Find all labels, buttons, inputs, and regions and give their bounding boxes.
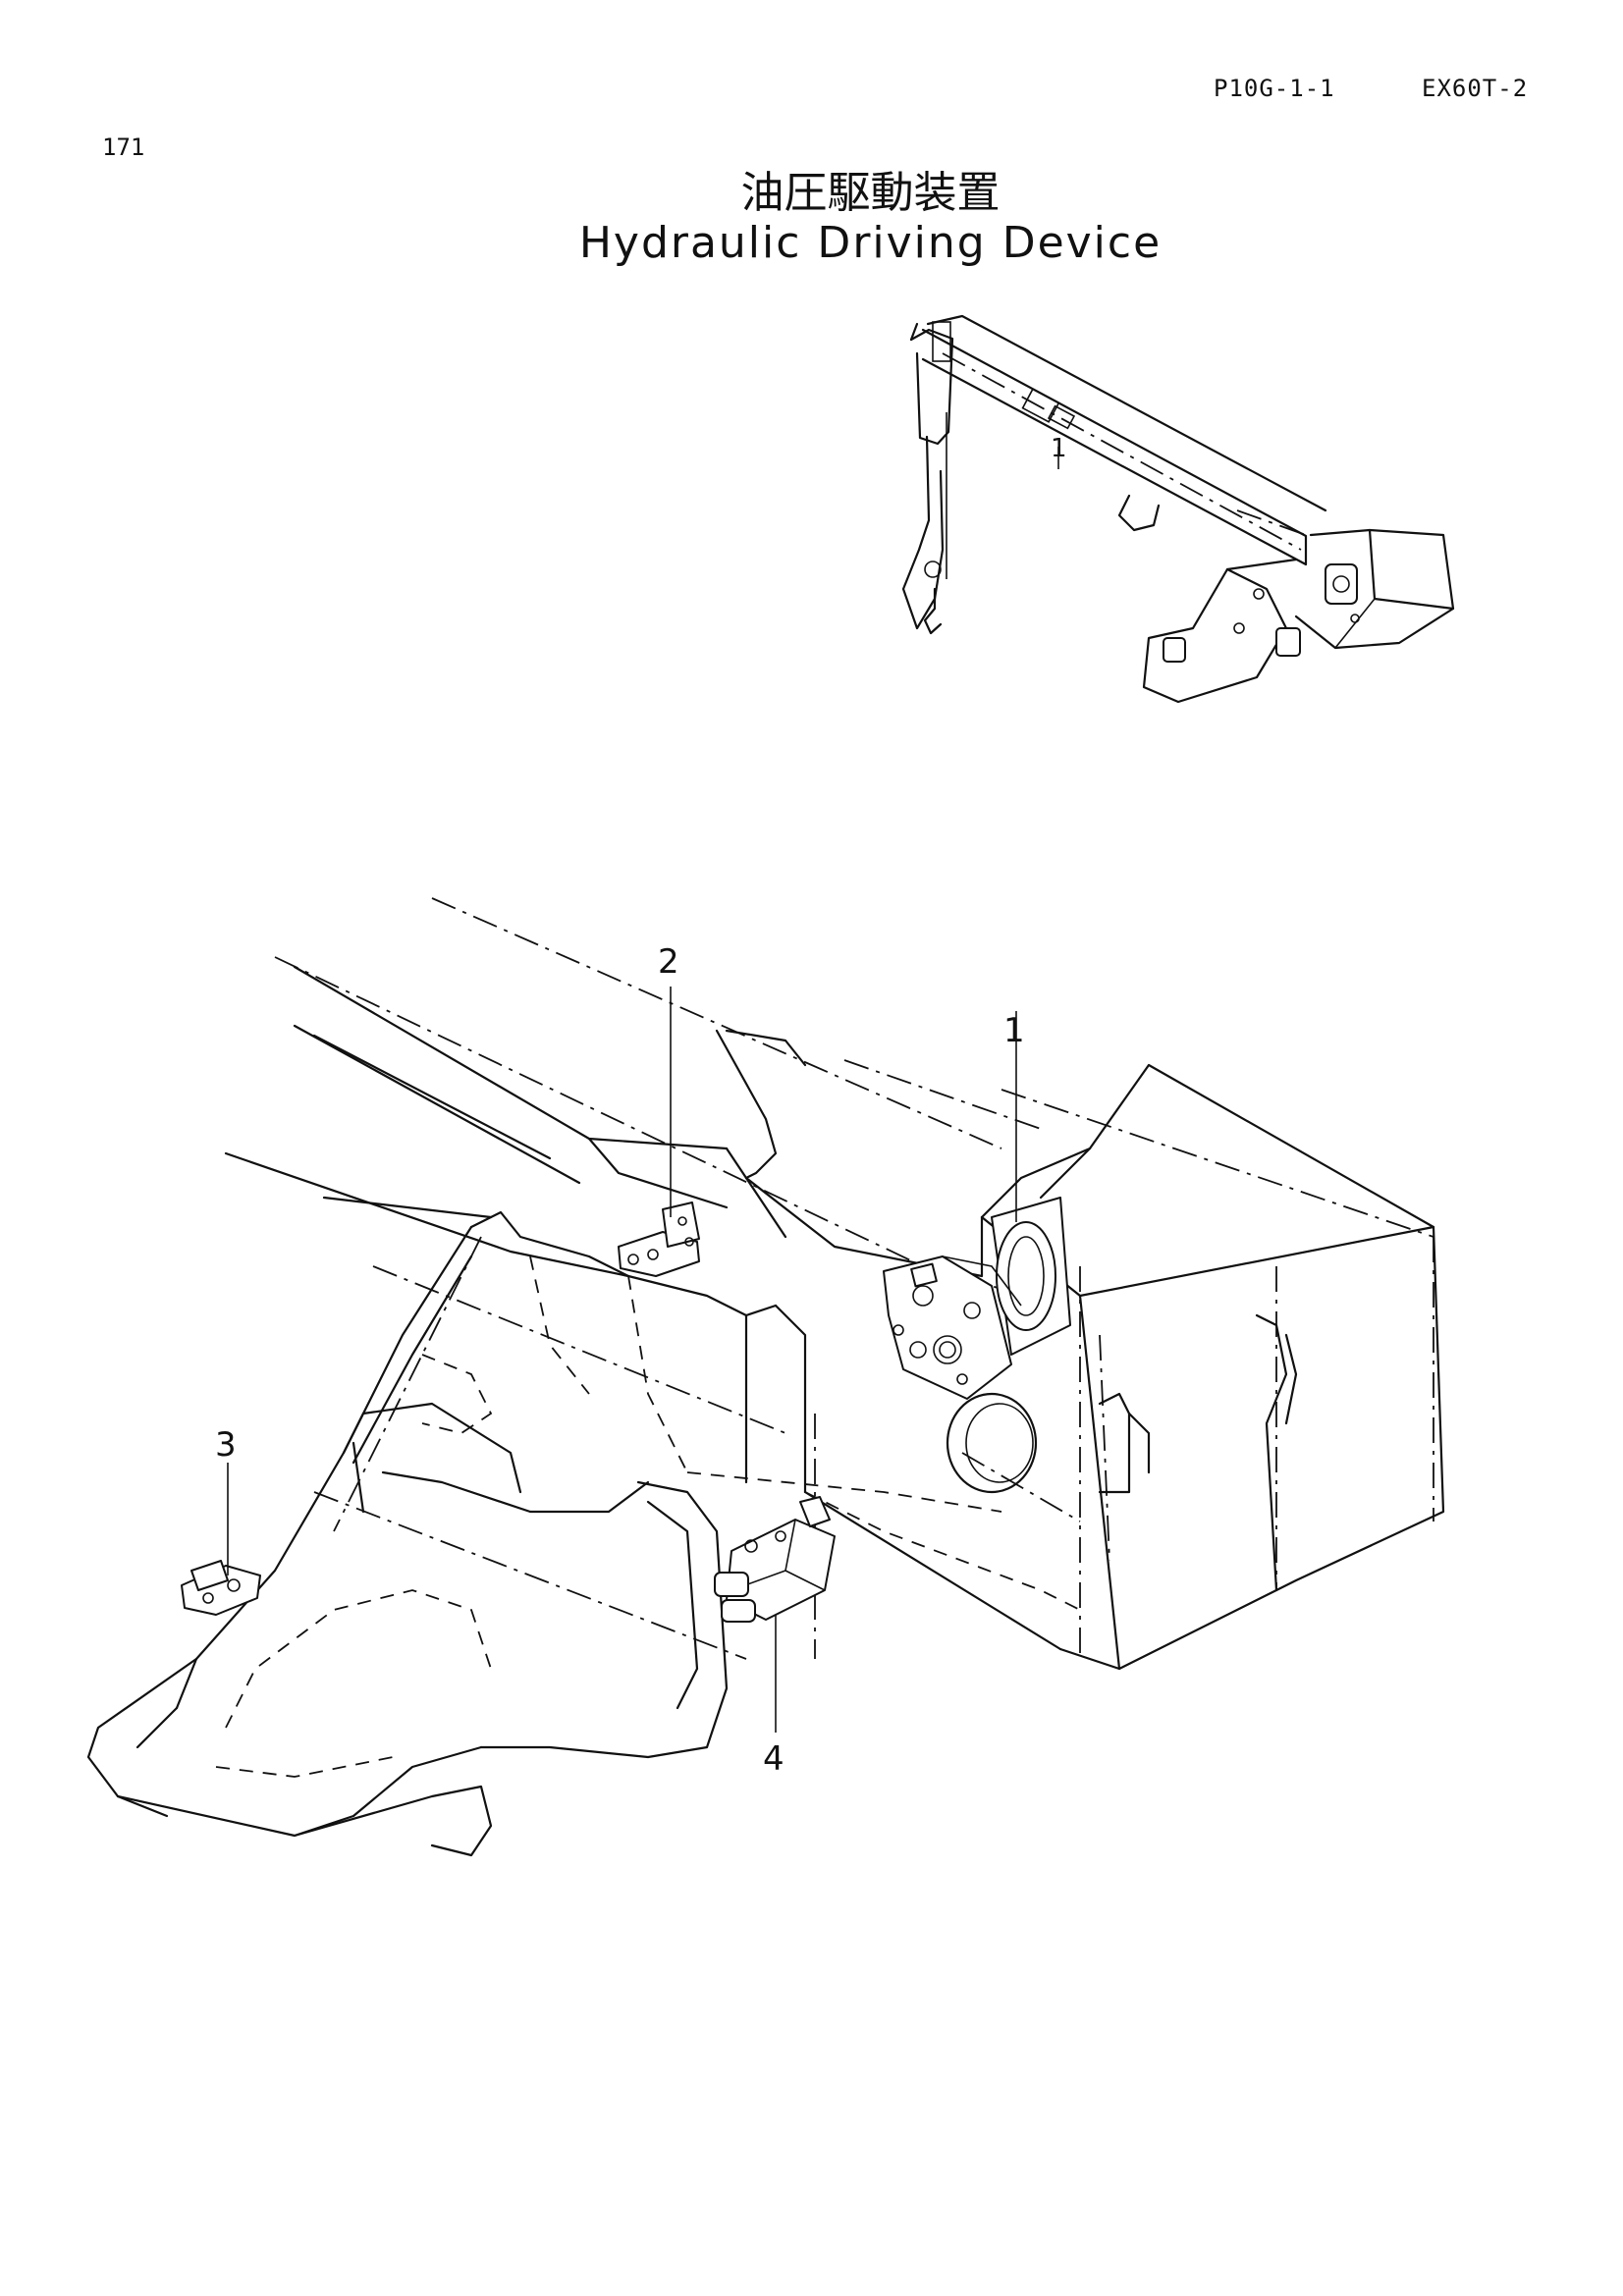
title-english: Hydraulic Driving Device (578, 218, 1163, 268)
part-4-valve (714, 1496, 836, 1623)
boom-outline (86, 897, 1445, 1857)
title-japanese: 油圧駆動装置 (740, 168, 1001, 218)
overview-jib (901, 321, 954, 635)
part-2-bracket (618, 1201, 700, 1277)
callout-2: 2 (658, 942, 679, 982)
page-code: P10G-1-1 (1214, 75, 1335, 102)
overview-boom (921, 314, 1327, 566)
part-1-hydraulic-motor (883, 1197, 1071, 1400)
callout-1: 1 (1003, 1011, 1025, 1050)
overview-callout-1: 1 (1051, 434, 1067, 463)
overview-base (1117, 494, 1455, 704)
callout-4: 4 (763, 1739, 784, 1779)
page-number: 171 (102, 133, 145, 161)
model-code: EX60T-2 (1422, 75, 1529, 102)
part-3-bracket (181, 1560, 261, 1616)
callout-3: 3 (215, 1425, 237, 1465)
